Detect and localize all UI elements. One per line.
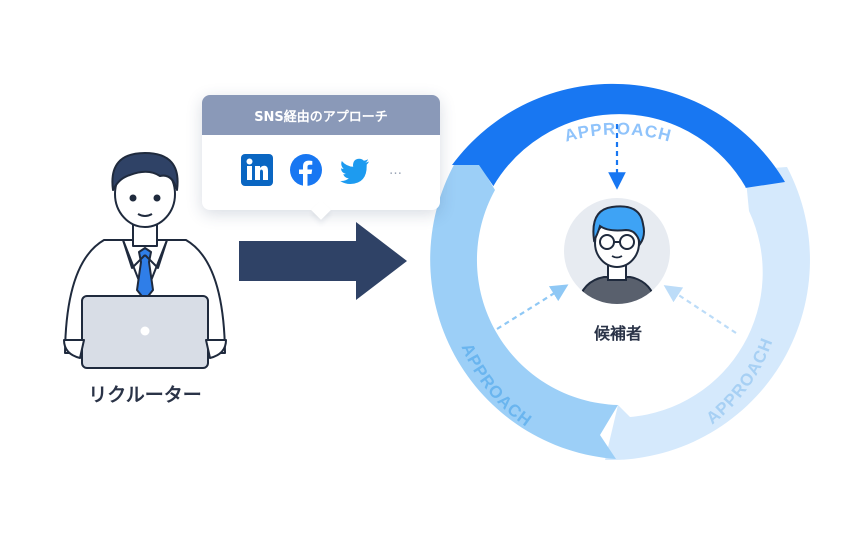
twitter-icon[interactable] xyxy=(338,153,372,187)
recruiter-illustration xyxy=(63,152,227,369)
approach-cycle-ring xyxy=(430,83,810,461)
sns-approach-title: SNS経由のアプローチ xyxy=(202,95,440,135)
sns-icons-row: … xyxy=(202,135,440,205)
facebook-icon[interactable] xyxy=(289,153,323,187)
candidate-avatar xyxy=(564,198,670,304)
dashed-arrow-right xyxy=(663,285,737,334)
ring-segment-right xyxy=(605,167,810,461)
main-arrow xyxy=(239,222,407,300)
recruiter-label: リクルーター xyxy=(88,384,202,406)
more-sns-indicator: … xyxy=(389,162,403,178)
linkedin-icon[interactable] xyxy=(240,153,274,187)
dashed-arrow-left xyxy=(496,284,569,330)
ring-inner-shadow xyxy=(493,114,746,189)
candidate-label: 候補者 xyxy=(593,324,642,343)
ring-segment-left xyxy=(430,163,618,459)
ring-segment-top xyxy=(452,83,785,188)
sns-approach-card: SNS経由のアプローチ … xyxy=(202,95,440,220)
ring-label-top: APPROACH xyxy=(562,119,673,145)
